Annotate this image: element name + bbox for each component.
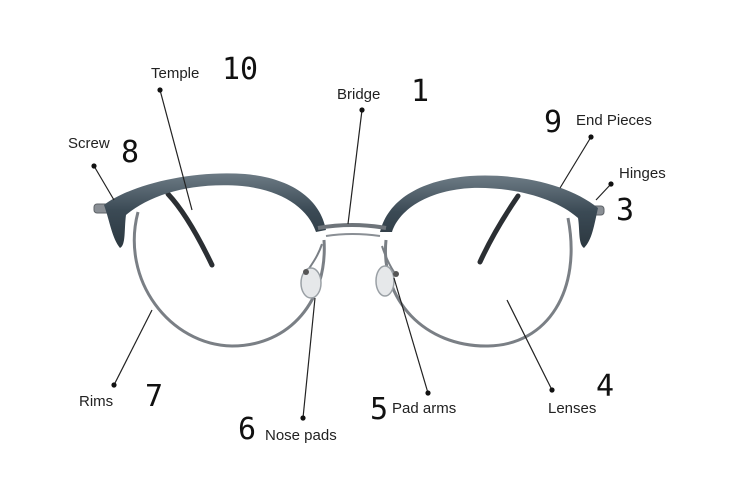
left-pad-arm	[307, 243, 323, 271]
end-pieces-number: 9	[544, 105, 563, 140]
lenses-number: 4	[596, 369, 615, 404]
screw-label: Screw	[68, 135, 110, 152]
pad-arms-leader	[393, 277, 429, 394]
lenses-leader	[506, 299, 553, 391]
left-temple-arm	[165, 191, 215, 268]
right-pad-screw	[393, 271, 399, 277]
left-rim	[132, 211, 326, 348]
rims-number: 7	[145, 379, 164, 414]
left-browline	[104, 173, 326, 248]
temple-number: 10	[222, 52, 259, 87]
end-pieces-leader	[559, 136, 592, 189]
hinges-label: Hinges	[619, 165, 666, 182]
bridge	[317, 223, 387, 230]
hinges-number: 3	[616, 193, 635, 228]
left-pad-screw	[303, 269, 309, 275]
rims-dot	[111, 382, 117, 388]
lenses-label: Lenses	[548, 400, 597, 417]
screw-leader	[93, 165, 115, 201]
right-browline	[380, 175, 598, 248]
end-pieces-dot	[588, 134, 594, 140]
bridge-dot	[359, 107, 365, 113]
right-rim	[383, 217, 573, 348]
leader-dots	[91, 87, 614, 421]
pad-arms-label: Pad arms	[392, 400, 457, 417]
pad-arms-dot	[425, 390, 431, 396]
pad-arms-number: 5	[370, 392, 389, 427]
right-nose-pad	[375, 265, 395, 297]
bridge-leader	[347, 109, 363, 225]
nose-pads-number: 6	[238, 412, 257, 447]
temple-dot	[157, 87, 163, 93]
left-nose-pad	[300, 267, 322, 299]
nose-pads-label: Nose pads	[265, 427, 337, 444]
screw-number: 8	[121, 135, 140, 170]
hinges-dot	[608, 181, 614, 187]
nose-pads-dot	[300, 415, 306, 421]
temple-label: Temple	[151, 65, 200, 82]
nose-pads-leader	[302, 297, 316, 419]
temple-leader	[159, 89, 193, 211]
leader-lines	[93, 89, 612, 419]
hinges-leader	[595, 183, 612, 201]
right-pad-arm	[381, 245, 395, 273]
right-temple-arm	[477, 193, 521, 265]
bridge-label: Bridge	[337, 86, 381, 103]
rims-label: Rims	[79, 393, 114, 410]
rims-leader	[113, 309, 153, 386]
screw-dot	[91, 163, 97, 169]
bridge-lower	[325, 233, 381, 237]
lenses-dot	[549, 387, 555, 393]
bridge-number: 1	[411, 74, 430, 109]
end-pieces-label: End Pieces	[576, 112, 652, 129]
